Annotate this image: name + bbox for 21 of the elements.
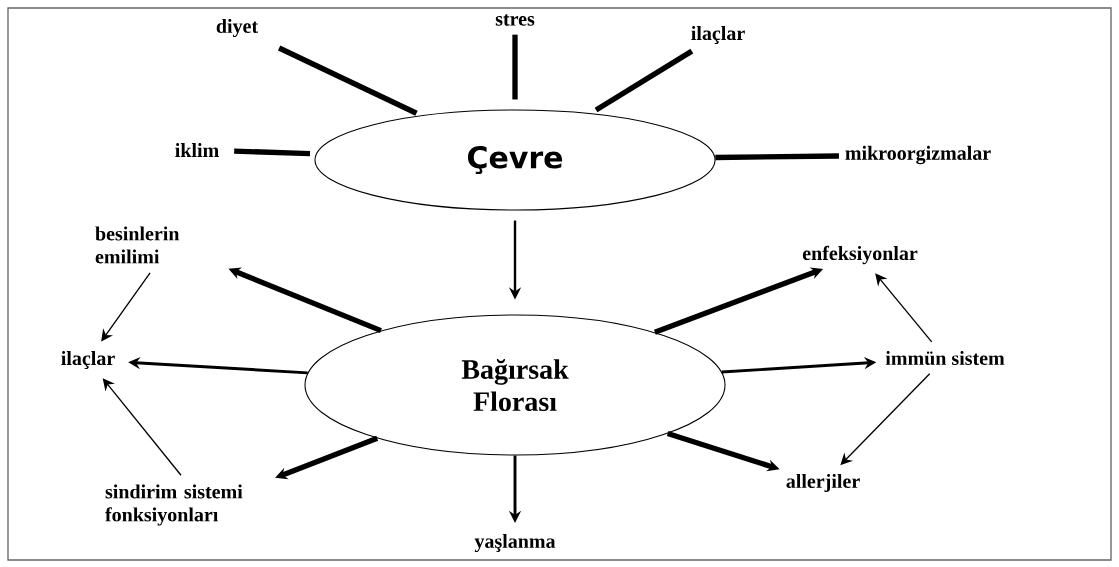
- factor-label: mikroorgizmalar: [845, 145, 991, 165]
- factor-label: besinlerin emilimi: [95, 226, 180, 264]
- factor-label: allerjiler: [786, 473, 860, 493]
- line: [512, 34, 518, 100]
- factor-label: ilaçlar: [61, 351, 115, 369]
- arrow: [875, 273, 933, 343]
- factor-label: stres: [495, 14, 535, 26]
- ellipse-node: Çevre: [314, 109, 716, 211]
- factor-label: enfeksiyonlar: [802, 245, 918, 265]
- factor-label: yaşlanma: [474, 533, 556, 553]
- factor-label: immün sistem: [885, 350, 1005, 366]
- factor-label: diyet: [216, 18, 258, 38]
- factor-label: ilaçlar: [691, 26, 745, 44]
- factor-label: iklim: [175, 143, 219, 157]
- line: [277, 45, 418, 116]
- factor-label: sindirim sistemi fonksiyonları: [105, 484, 243, 526]
- line: [594, 48, 694, 113]
- line: [234, 148, 311, 157]
- ellipse-node: Bağırsak Florası: [304, 314, 726, 456]
- line: [715, 153, 839, 161]
- arrow: [102, 378, 182, 476]
